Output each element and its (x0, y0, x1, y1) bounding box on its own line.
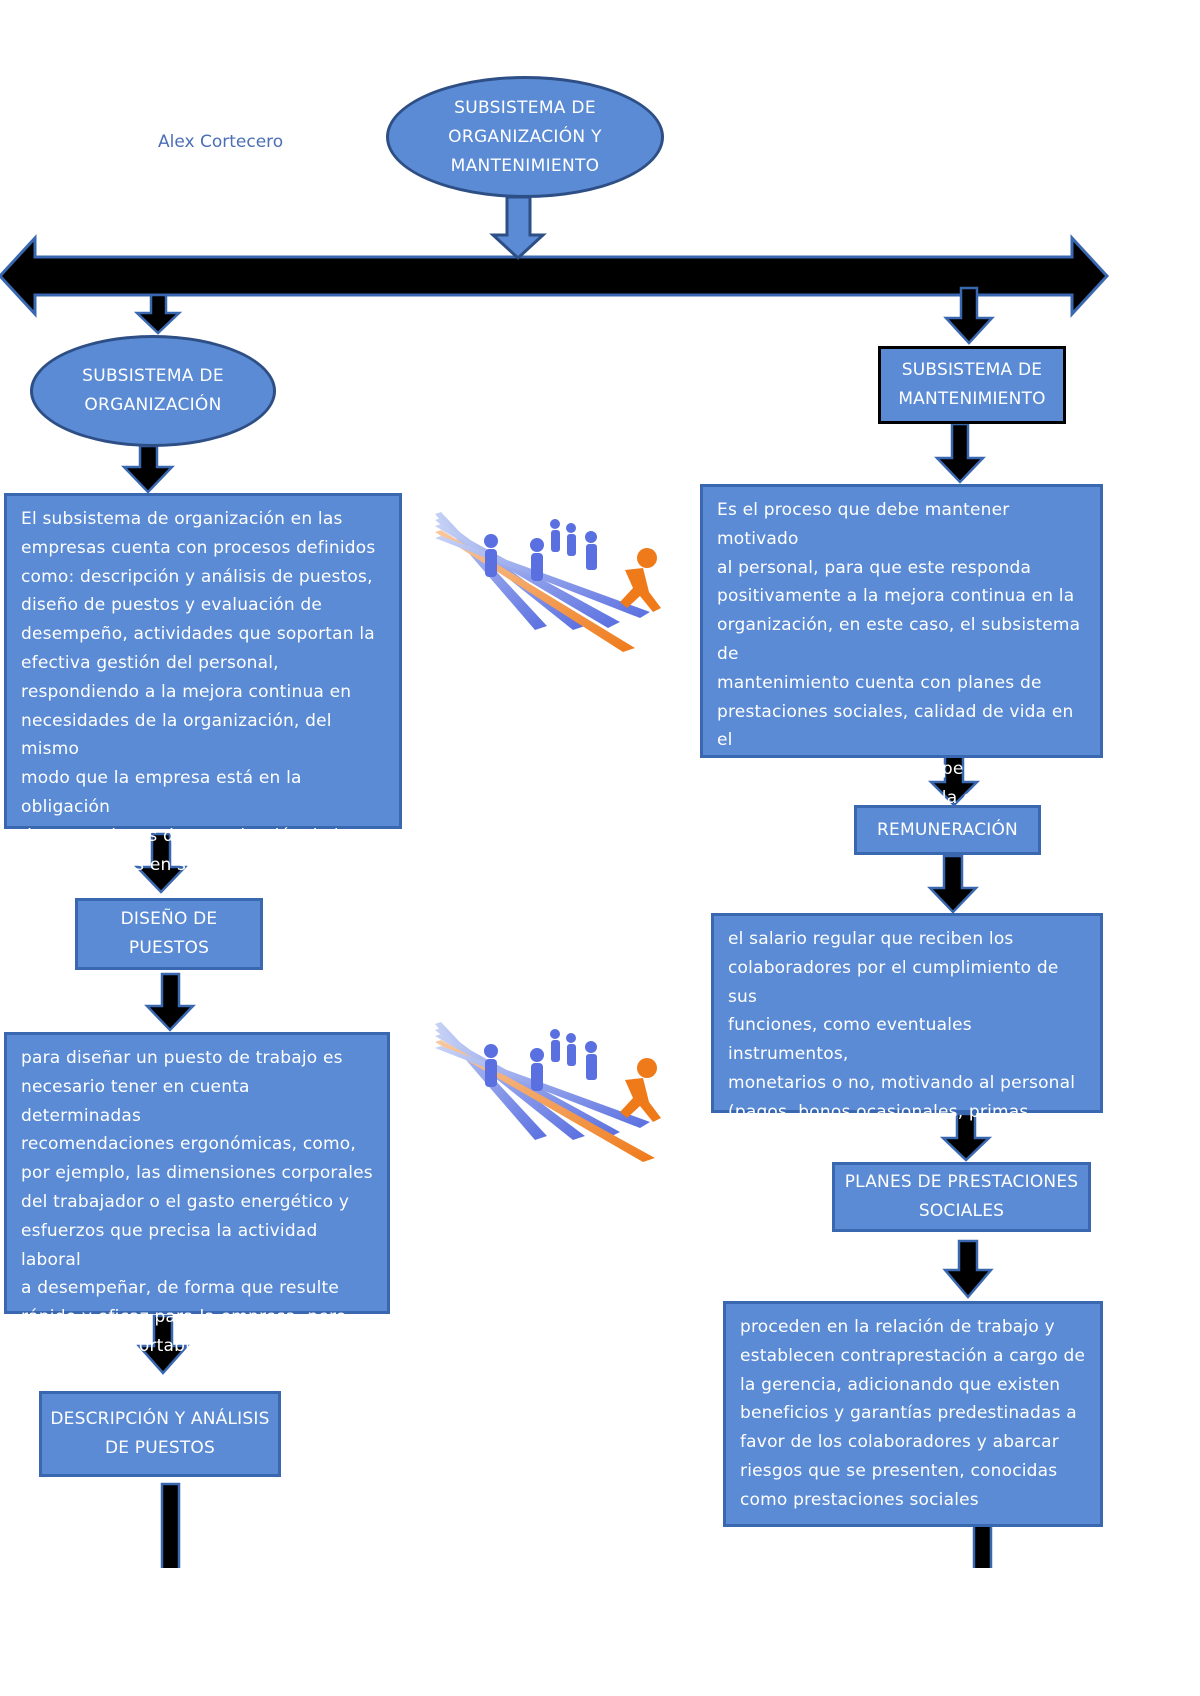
arrow-benefits-to-text (942, 1239, 994, 1299)
remuneration-label-box: REMUNERACIÓN (854, 805, 1041, 855)
connector-layer (0, 195, 1109, 1568)
author-name: Alex Cortecero (158, 132, 284, 152)
arrow-remuneration-to-text (927, 854, 979, 914)
runners-illustration (435, 512, 661, 652)
root-title: SUBSISTEMA DE ORGANIZACIÓN Y MANTENIMIEN… (448, 97, 602, 176)
arrow-remuneration-text-to-benefits (939, 1112, 993, 1162)
arrow-design-text-to-analysis (136, 1314, 190, 1375)
root-down-arrow (489, 195, 547, 261)
benefits-label-box: PLANES DE PRESTACIONES SOCIALES (832, 1162, 1091, 1232)
organization-title: SUBSISTEMA DE ORGANIZACIÓN (82, 366, 224, 415)
remuneration-description: el salario regular que reciben los colab… (711, 913, 1103, 1179)
arrow-right-description-to-remuneration (927, 754, 981, 807)
arrow-left-description-to-design (134, 832, 188, 894)
benefits-label: PLANES DE PRESTACIONES SOCIALES (844, 1172, 1079, 1221)
remuneration-label: REMUNERACIÓN (877, 819, 1018, 840)
line-analysis-down (160, 1482, 181, 1568)
arrow-to-left-ellipse (133, 293, 183, 335)
design-label-box: DISEÑO DE PUESTOS (75, 898, 263, 970)
analysis-label-box: DESCRIPCIÓN Y ANÁLISIS DE PUESTOS (39, 1391, 281, 1477)
organization-node: SUBSISTEMA DE ORGANIZACIÓN (30, 335, 276, 447)
benefits-description: proceden en la relación de trabajo y est… (723, 1301, 1103, 1527)
arrow-to-right-title (943, 286, 995, 345)
organization-description: El subsistema de organización en las emp… (4, 493, 402, 875)
maintenance-node: SUBSISTEMA DE MANTENIMIENTO (878, 346, 1066, 424)
design-label: DISEÑO DE PUESTOS (120, 909, 218, 958)
arrow-right-title-to-description (934, 422, 986, 484)
maintenance-description: Es el proceso que debe mantener motivado… (700, 484, 1103, 837)
root-node: SUBSISTEMA DE ORGANIZACIÓN Y MANTENIMIEN… (386, 76, 664, 198)
arrow-left-title-to-description (121, 444, 175, 494)
analysis-label: DESCRIPCIÓN Y ANÁLISIS DE PUESTOS (50, 1409, 270, 1458)
concept-map: Alex Cortecero SUBSISTEMA DE ORGANIZACIÓ… (0, 76, 1109, 1568)
double-arrow (0, 234, 1109, 318)
design-description: para diseñar un puesto de trabajo es nec… (4, 1032, 390, 1356)
runners-illustration (435, 1022, 661, 1162)
maintenance-title: SUBSISTEMA DE MANTENIMIENTO (898, 360, 1046, 409)
arrow-design-to-design-text (144, 972, 196, 1032)
